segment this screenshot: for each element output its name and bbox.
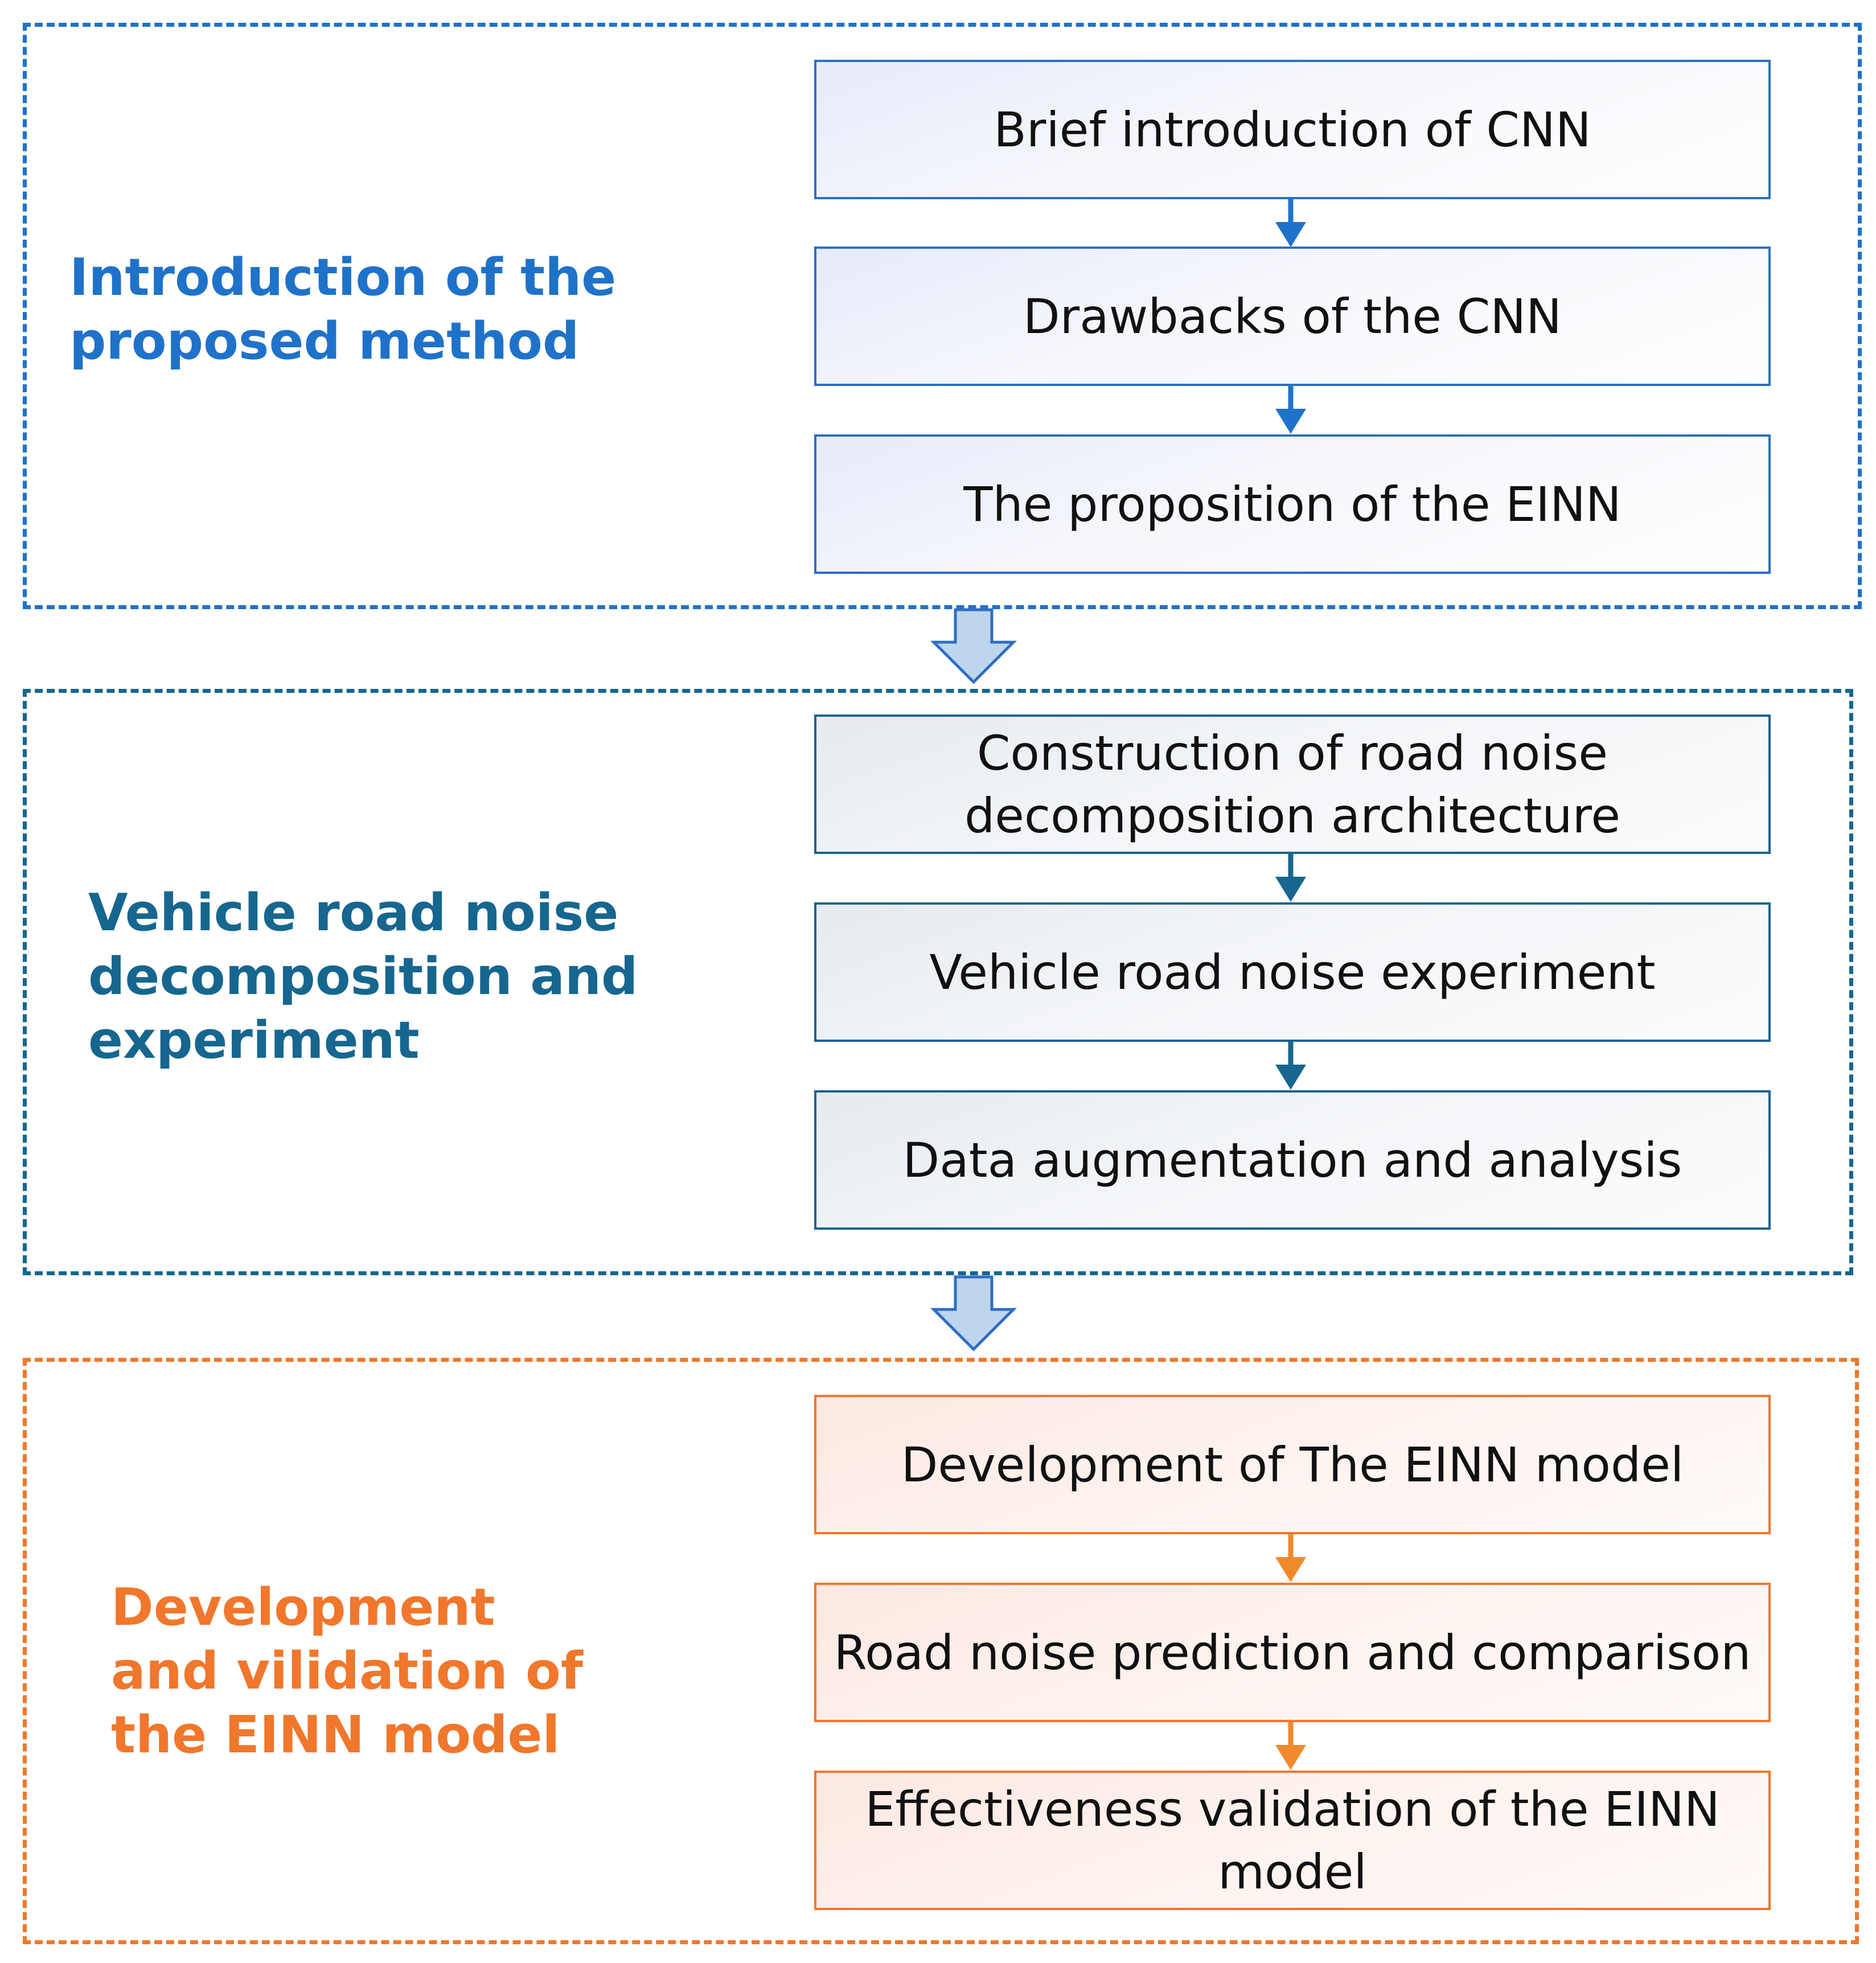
section-introduction-frame bbox=[23, 23, 1862, 609]
step-label: Effectiveness validation of the EINN mod… bbox=[865, 1781, 1720, 1900]
section-einn-model-frame bbox=[23, 1358, 1859, 1944]
section-road-noise-frame bbox=[23, 689, 1853, 1275]
step-label: Drawbacks of the CNN bbox=[1023, 288, 1562, 344]
arrow-down-icon bbox=[1275, 1722, 1306, 1770]
block-arrow-down-icon bbox=[930, 608, 1017, 684]
step-label: Construction of road noise decomposition… bbox=[964, 725, 1621, 844]
step-label: Road noise prediction and comparison bbox=[834, 1624, 1751, 1681]
step-proposition-einn: The proposition of the EINN bbox=[814, 434, 1771, 574]
arrow-down-icon bbox=[1275, 854, 1306, 902]
step-prediction-comparison: Road noise prediction and comparison bbox=[814, 1583, 1771, 1722]
section-title-road-noise: Vehicle road noise decomposition and exp… bbox=[88, 883, 638, 1070]
arrow-down-icon bbox=[1275, 1042, 1306, 1090]
step-road-noise-experiment: Vehicle road noise experiment bbox=[814, 902, 1771, 1042]
step-development-einn: Development of The EINN model bbox=[814, 1395, 1771, 1534]
step-label: Vehicle road noise experiment bbox=[929, 944, 1656, 1000]
section-title-einn-model: Development and vilidation of the EINN m… bbox=[111, 1578, 584, 1765]
step-label: Development of The EINN model bbox=[901, 1436, 1684, 1493]
block-arrow-down-icon bbox=[930, 1275, 1017, 1352]
step-effectiveness-validation: Effectiveness validation of the EINN mod… bbox=[814, 1771, 1771, 1910]
arrow-down-icon bbox=[1275, 199, 1306, 247]
step-construction-architecture: Construction of road noise decomposition… bbox=[814, 714, 1771, 854]
step-data-augmentation: Data augmentation and analysis bbox=[814, 1090, 1771, 1230]
step-label: The proposition of the EINN bbox=[963, 476, 1622, 532]
step-drawbacks-cnn: Drawbacks of the CNN bbox=[814, 247, 1771, 386]
step-brief-introduction-cnn: Brief introduction of CNN bbox=[814, 60, 1771, 199]
arrow-down-icon bbox=[1275, 1534, 1306, 1582]
step-label: Data augmentation and analysis bbox=[902, 1132, 1682, 1188]
arrow-down-icon bbox=[1275, 386, 1306, 434]
section-title-introduction: Introduction of the proposed method bbox=[69, 248, 617, 371]
step-label: Brief introduction of CNN bbox=[994, 101, 1591, 158]
